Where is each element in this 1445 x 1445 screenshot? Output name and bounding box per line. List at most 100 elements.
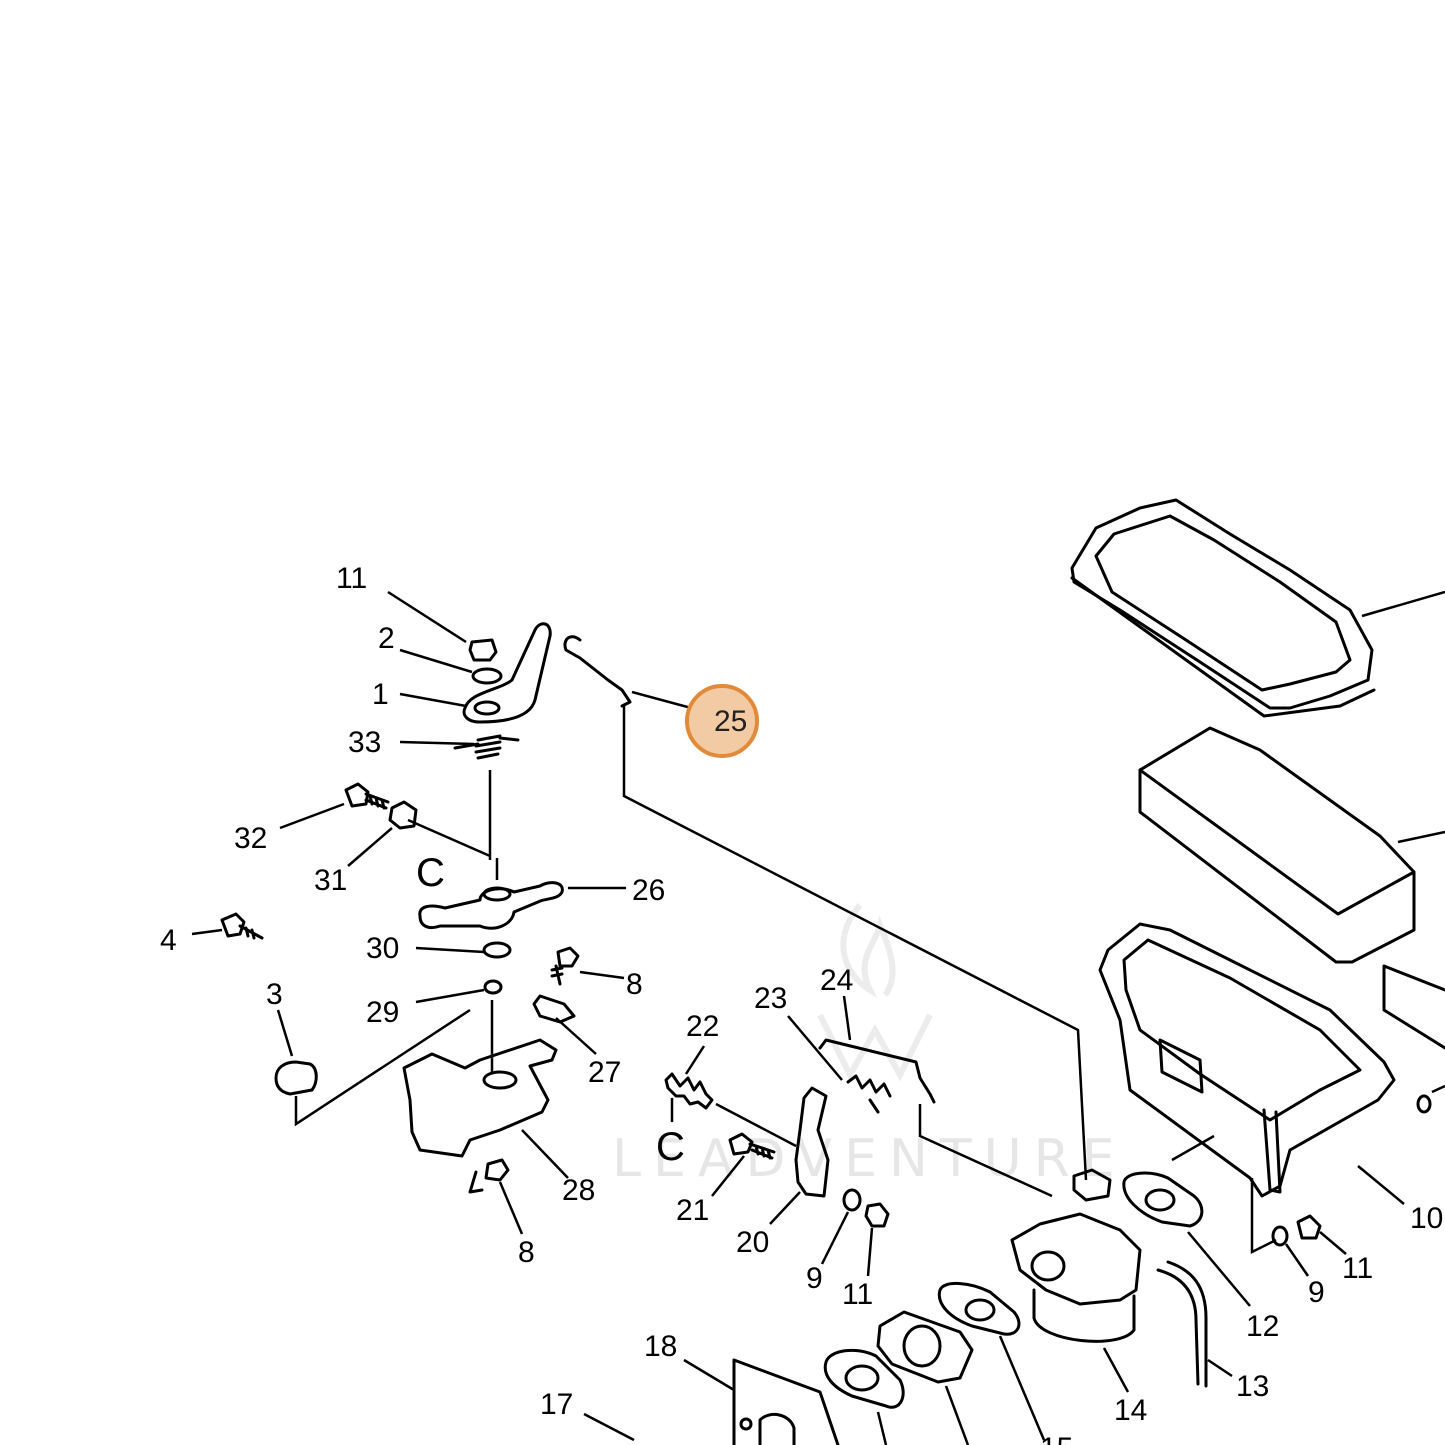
bracket-part xyxy=(402,1038,558,1158)
leader-15 xyxy=(998,1335,1046,1441)
callout-21[interactable]: 21 xyxy=(676,1194,709,1227)
callout-15[interactable]: 15 xyxy=(1040,1432,1073,1445)
governor-lever-part xyxy=(418,881,564,930)
callout-31[interactable]: 31 xyxy=(314,864,347,897)
leader-20 xyxy=(769,1191,801,1225)
callout-labels: 11 2 1 33 32 31 C 26 4 30 3 29 8 27 28 8… xyxy=(160,562,1443,1445)
callout-11[interactable]: 11 xyxy=(336,562,367,595)
callout-25-highlighted[interactable]: 25 xyxy=(714,705,747,738)
callout-27[interactable]: 27 xyxy=(588,1056,621,1089)
bolt-part xyxy=(468,1158,510,1194)
callout-13[interactable]: 13 xyxy=(1236,1370,1269,1403)
callout-29[interactable]: 29 xyxy=(366,996,399,1029)
choke-spring-part xyxy=(846,1074,892,1114)
watermark-logo xyxy=(817,903,933,1082)
nut-part xyxy=(468,638,498,662)
callout-11-mid[interactable]: 11 xyxy=(842,1278,873,1311)
insulator-part xyxy=(876,1310,974,1384)
breather-part xyxy=(1382,964,1445,1050)
pin-line xyxy=(715,1102,797,1148)
callout-1[interactable]: 1 xyxy=(372,678,389,711)
leader-21 xyxy=(711,1155,745,1197)
callout-33[interactable]: 33 xyxy=(348,726,381,759)
assembly-bracket-line xyxy=(294,1008,471,1127)
link-rod-leader xyxy=(622,706,1088,1181)
leader-28 xyxy=(521,1129,569,1179)
callout-18[interactable]: 18 xyxy=(644,1330,677,1363)
gasket-part xyxy=(937,1282,1021,1336)
leader-31 xyxy=(347,827,393,867)
callout-30[interactable]: 30 xyxy=(366,932,399,965)
watermark: LEADVENTURE xyxy=(612,903,1115,1189)
callout-4[interactable]: 4 xyxy=(160,924,177,957)
callout-9[interactable]: 9 xyxy=(806,1262,823,1295)
plate-part xyxy=(532,994,576,1024)
callout-2[interactable]: 2 xyxy=(378,622,395,655)
callout-10[interactable]: 10 xyxy=(1410,1202,1443,1235)
callout-22[interactable]: 22 xyxy=(686,1010,719,1043)
link-rod-part xyxy=(563,635,632,708)
callout-23[interactable]: 23 xyxy=(754,982,787,1015)
leader-14 xyxy=(1102,1347,1130,1393)
callout-14[interactable]: 14 xyxy=(1114,1394,1147,1427)
leader-11a xyxy=(387,590,467,644)
bolt-line xyxy=(407,818,491,858)
carb-throat xyxy=(1030,1250,1066,1282)
callout-32[interactable]: 32 xyxy=(234,822,267,855)
base-stud-line xyxy=(1250,1178,1277,1255)
leader-8a xyxy=(579,970,625,980)
callout-20[interactable]: 20 xyxy=(736,1226,769,1259)
carb-top-part xyxy=(1072,1168,1112,1202)
choke-rod-part xyxy=(818,1038,936,1104)
nut-part xyxy=(1296,1214,1322,1240)
linkage-line xyxy=(918,1104,1053,1198)
leader-32 xyxy=(279,802,345,830)
shield-hole xyxy=(739,1417,753,1431)
screw-part xyxy=(728,1132,776,1160)
bolt-part xyxy=(550,946,580,986)
fuel-tube-part xyxy=(1156,1260,1208,1388)
cover-rim xyxy=(1070,576,1376,718)
highlight-marker[interactable] xyxy=(685,684,759,758)
callout-28[interactable]: 28 xyxy=(562,1174,595,1207)
leader-33 xyxy=(399,740,475,746)
callout-C-lower[interactable]: C xyxy=(656,1125,685,1169)
air-cleaner-cover-part xyxy=(1070,498,1374,710)
callout-9-right[interactable]: 9 xyxy=(1308,1276,1325,1309)
gasket-hole xyxy=(1144,1188,1176,1212)
filter-leader xyxy=(1397,830,1445,844)
leader-30 xyxy=(415,946,485,954)
callout-24[interactable]: 24 xyxy=(820,964,853,997)
bracket-boss xyxy=(482,1070,518,1090)
filter-element-part xyxy=(1138,726,1416,964)
leader-16a xyxy=(944,1385,970,1445)
leader-10 xyxy=(1357,1165,1405,1205)
bolt-part xyxy=(344,782,390,810)
base-window xyxy=(1158,1038,1204,1094)
throttle-parts xyxy=(664,1038,1053,1228)
callout-C-upper[interactable]: C xyxy=(416,851,445,895)
leader-27 xyxy=(555,1017,597,1055)
choke-lever-part xyxy=(794,1086,830,1198)
callout-8-lower[interactable]: 8 xyxy=(518,1236,535,1269)
washer-part xyxy=(1416,1094,1432,1114)
leader-11b xyxy=(866,1227,874,1277)
callout-leaders xyxy=(191,590,1405,1445)
leader-22 xyxy=(684,1045,706,1075)
leader-4 xyxy=(191,928,223,936)
callout-8[interactable]: 8 xyxy=(626,968,643,1001)
governor-arm-assembly xyxy=(220,622,580,1194)
callout-17[interactable]: 17 xyxy=(540,1388,573,1421)
callout-12[interactable]: 12 xyxy=(1246,1310,1279,1343)
washer-leader xyxy=(1431,1084,1445,1094)
leader-11c xyxy=(1319,1231,1347,1255)
gasket-part xyxy=(1122,1171,1204,1228)
callout-26[interactable]: 26 xyxy=(632,874,665,907)
washer-part xyxy=(483,979,503,995)
leader-12 xyxy=(1187,1231,1251,1307)
carburetor-body-part xyxy=(1010,1212,1142,1306)
callout-11-right[interactable]: 11 xyxy=(1342,1252,1373,1285)
callout-3[interactable]: 3 xyxy=(266,978,283,1011)
governor-link-rod xyxy=(563,635,1088,1181)
